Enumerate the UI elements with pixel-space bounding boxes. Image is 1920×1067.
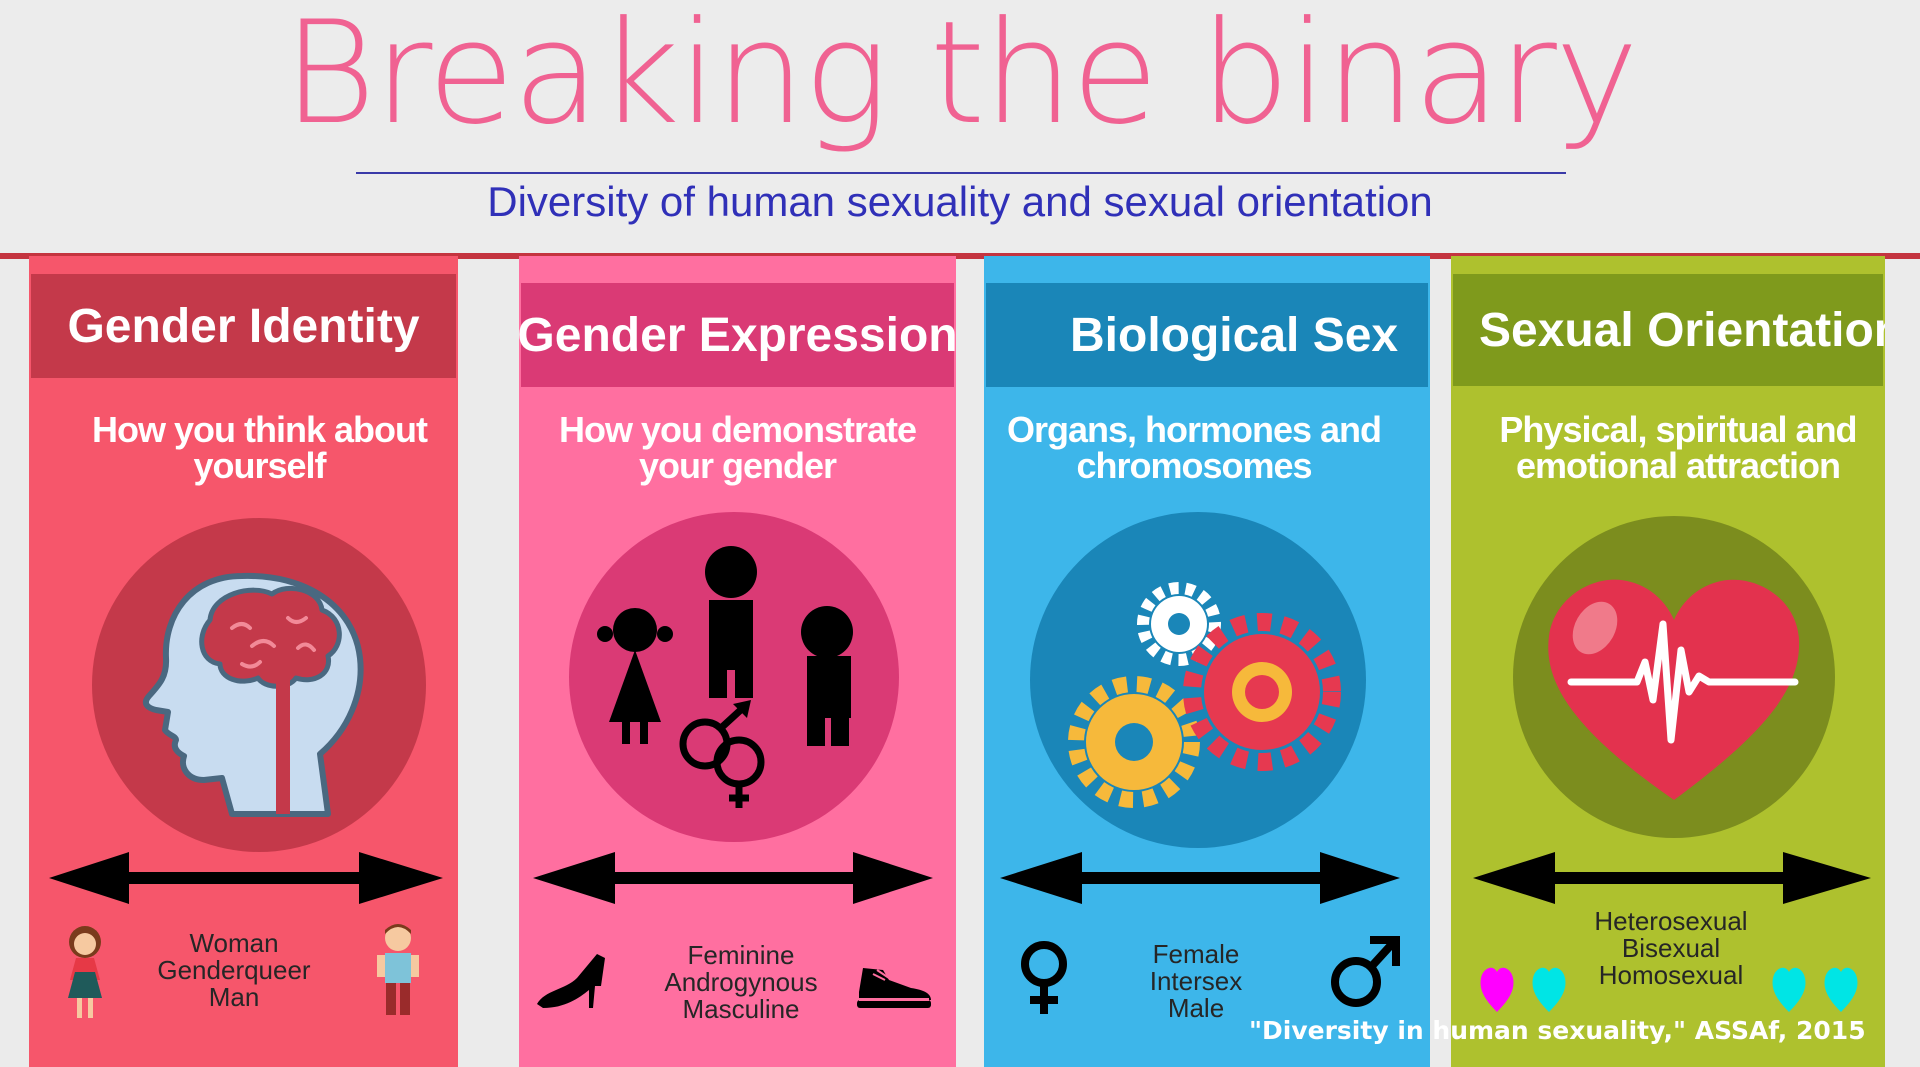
column-description: How you demonstrate your gender [558, 409, 917, 486]
column-gender-identity: Gender Identity How you think about your… [29, 256, 458, 1067]
spectrum-right-label: Man [208, 982, 260, 1012]
spectrum-labels: Heterosexual Bisexual Homosexual [1579, 908, 1763, 989]
spectrum-labels: Woman Genderqueer Man [149, 930, 319, 1011]
spectrum-right-label: Male [1167, 993, 1225, 1023]
spectrum-middle-label: Bisexual [1621, 933, 1721, 963]
high-heel-icon [537, 954, 605, 1008]
column-description: How you think about yourself [92, 409, 428, 486]
spectrum-arrow-icon [1473, 852, 1871, 904]
hearts-magenta-cyan-icon [1480, 967, 1566, 1012]
heart-heartbeat-icon [1513, 516, 1835, 838]
column-heading: Sexual Orientation [1453, 274, 1885, 386]
column-gender-expression: Gender Expression How you demonstrate yo… [519, 256, 956, 1067]
male-symbol-icon [1331, 936, 1400, 1007]
title-divider [356, 172, 1566, 174]
people-gender-icon [569, 512, 899, 842]
spectrum-left-label: Female [1152, 939, 1240, 969]
girl-icon [68, 926, 102, 1018]
column-biological-sex: Biological Sex Organs, hormones and chro… [984, 256, 1430, 1067]
header: Breaking the binary Diversity of human s… [0, 0, 1920, 253]
spectrum-right-label: Masculine [682, 994, 800, 1024]
boy-icon [377, 924, 419, 1015]
spectrum-left-label: Feminine [687, 940, 795, 970]
spectrum-left-label: Heterosexual [1594, 906, 1748, 936]
spectrum-right-label: Homosexual [1598, 960, 1744, 990]
column-heading: Biological Sex [986, 283, 1428, 387]
column-description: Physical, spiritual and emotional attrac… [1499, 409, 1857, 486]
gears-icon [1030, 512, 1366, 848]
sneaker-icon [857, 968, 931, 1008]
hearts-cyan-icon [1772, 967, 1858, 1012]
page-title: Breaking the binary [283, 0, 1639, 156]
spectrum-left-label: Woman [189, 928, 279, 958]
spectrum-middle-label: Genderqueer [157, 955, 311, 985]
head-brain-icon [92, 518, 426, 852]
column-heading: Gender Identity [31, 274, 456, 378]
spectrum-labels: Female Intersex Male [1114, 941, 1278, 1022]
page-subtitle: Diversity of human sexuality and sexual … [487, 178, 1433, 225]
spectrum-arrow-icon [1000, 852, 1400, 904]
header-divider [0, 253, 1920, 259]
spectrum-arrow-icon [533, 852, 933, 904]
column-sexual-orientation: Sexual Orientation Physical, spiritual a… [1451, 256, 1885, 1067]
spectrum-middle-label: Androgynous [664, 967, 818, 997]
column-description: Organs, hormones and chromosomes [1006, 409, 1382, 486]
spectrum-middle-label: Intersex [1149, 966, 1243, 996]
column-heading: Gender Expression [519, 283, 956, 387]
citation: "Diversity in human sexuality," ASSAf, 2… [1249, 1016, 1866, 1045]
spectrum-labels: Feminine Androgynous Masculine [652, 942, 830, 1023]
female-symbol-icon [1021, 941, 1067, 1014]
spectrum-arrow-icon [49, 852, 443, 904]
